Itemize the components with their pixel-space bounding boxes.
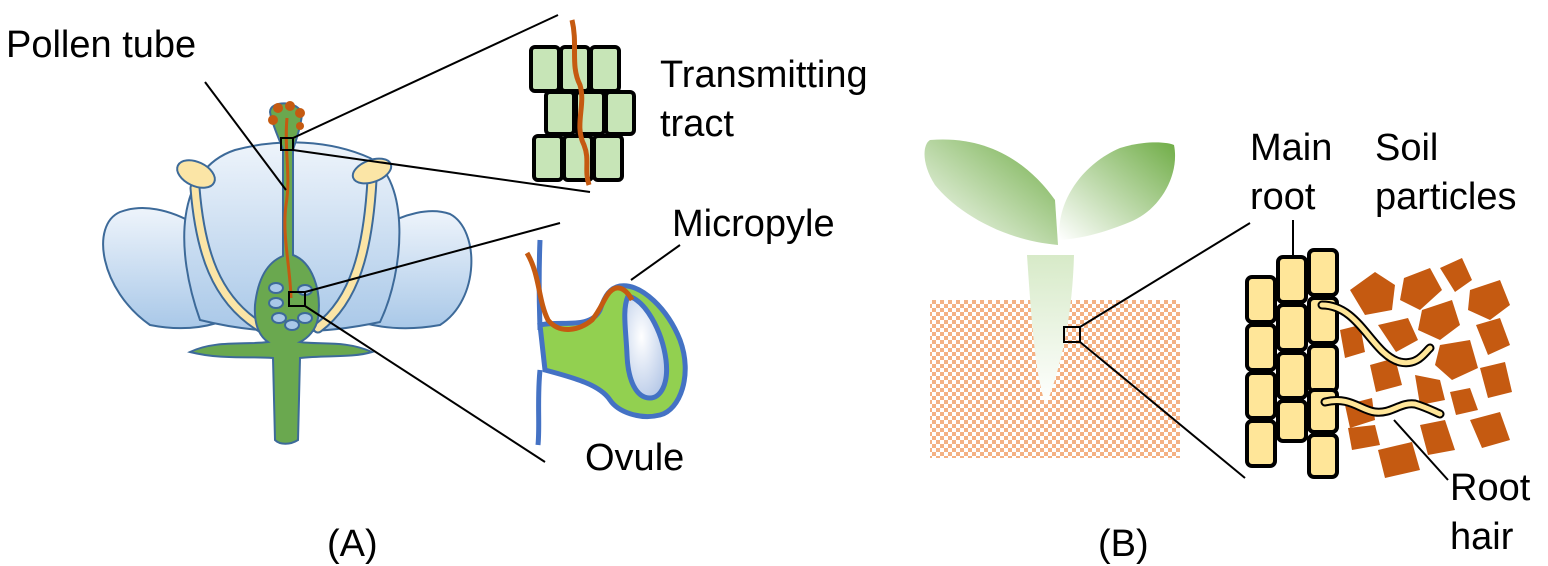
label-soil-particles-2: particles <box>1375 176 1517 218</box>
root-hairs <box>1317 300 1445 419</box>
label-micropyle: Micropyle <box>672 203 835 245</box>
root-cells <box>1245 248 1339 479</box>
label-root-hair-1: Root <box>1450 467 1531 509</box>
label-ovule: Ovule <box>585 437 684 479</box>
label-transmitting-tract-2: tract <box>660 103 734 145</box>
stamens <box>176 157 393 334</box>
panel-b-caption: (B) <box>1098 523 1149 565</box>
label-transmitting-tract-1: Transmitting <box>660 54 868 96</box>
pollen-tube-flower <box>268 101 305 299</box>
soil-particles <box>1340 258 1512 478</box>
panel-a: Pollen tube Transmitting tract Micropyle… <box>6 14 868 565</box>
label-main-root-1: Main <box>1250 127 1332 169</box>
panel-b: Main root Soil particles Root hair (B) <box>924 127 1531 565</box>
callout-lines-a <box>204 14 681 463</box>
callout-lines-b <box>1079 220 1449 481</box>
label-soil-particles-1: Soil <box>1375 127 1438 169</box>
zoom-box-ovary <box>288 291 306 307</box>
ovule-inset <box>524 239 688 446</box>
seedling <box>924 139 1176 405</box>
zoom-box-style <box>280 137 294 151</box>
label-pollen-tube: Pollen tube <box>6 24 196 66</box>
zoom-box-root <box>1063 326 1081 343</box>
panel-a-caption: (A) <box>327 523 378 565</box>
transmitting-tract-inset <box>529 19 636 186</box>
label-main-root-2: root <box>1250 176 1316 218</box>
label-root-hair-2: hair <box>1450 516 1514 558</box>
